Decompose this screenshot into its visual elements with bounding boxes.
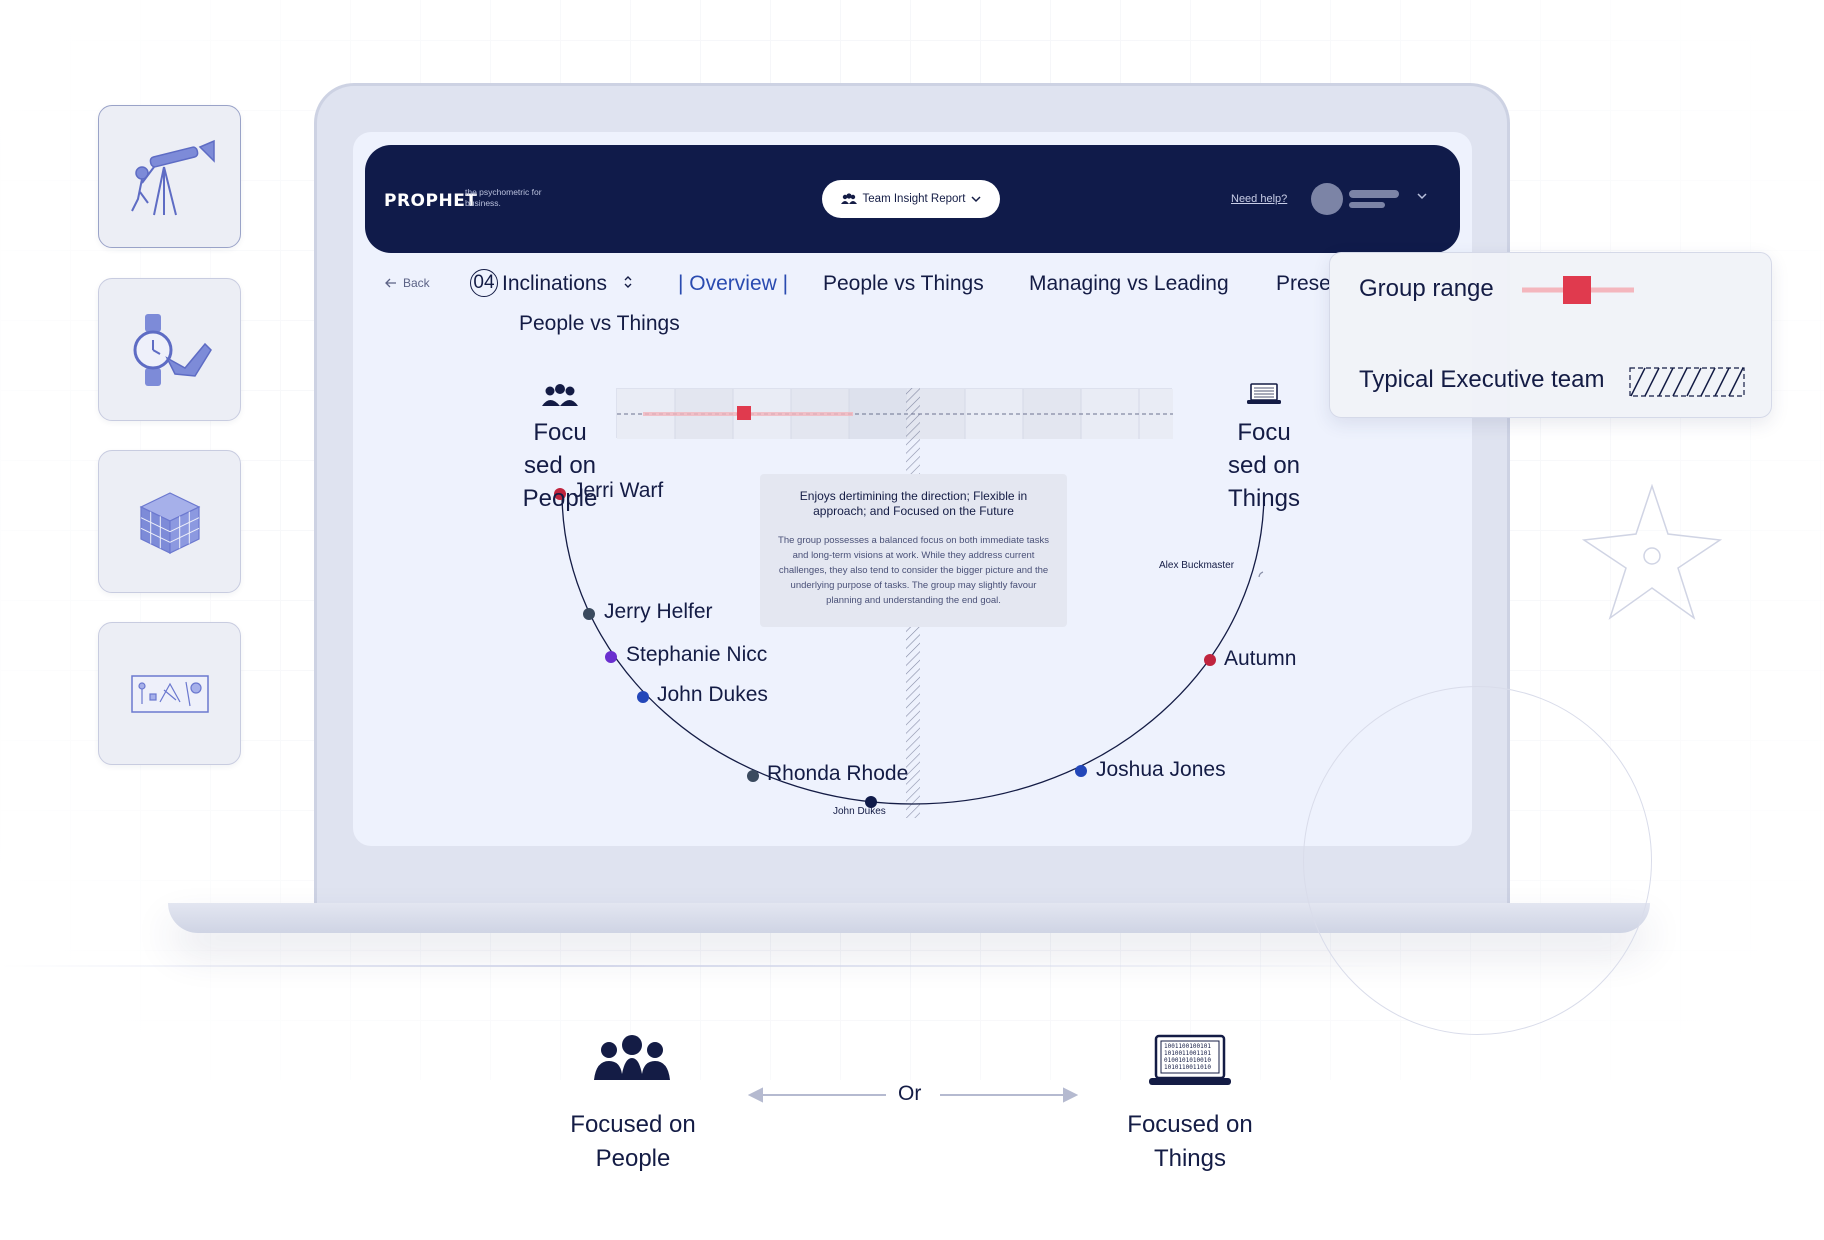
- insight-summary-box: Enjoys dertimining the direction; Flexib…: [760, 474, 1067, 627]
- point-autumn[interactable]: [1204, 654, 1216, 666]
- background-line: [0, 965, 1400, 967]
- decorative-circle: [1303, 686, 1652, 1035]
- laptop-icon: [1247, 383, 1281, 404]
- app-header: PROPHET the psychometric for business. T…: [365, 145, 1460, 253]
- back-button[interactable]: Back: [385, 276, 430, 290]
- people-icon: [542, 384, 578, 406]
- point-john-dukes[interactable]: [637, 691, 649, 703]
- tab-managing-vs-leading[interactable]: Managing vs Leading: [1029, 272, 1229, 295]
- legend-typical-team-label: Typical Executive team: [1359, 366, 1605, 393]
- prophet-logo[interactable]: PROPHET: [384, 191, 478, 211]
- point-rhonda-rhode[interactable]: [747, 770, 759, 782]
- arrow-left-icon: [385, 278, 396, 288]
- tab-people-vs-things[interactable]: People vs Things: [823, 272, 984, 295]
- insight-title: Enjoys dertimining the direction; Flexib…: [799, 489, 1028, 518]
- group-range-marker: [737, 406, 751, 420]
- point-alex-buckmaster[interactable]: [1258, 571, 1264, 578]
- label-jerry-helfer: Jerry Helfer: [604, 600, 713, 623]
- step-number: 04: [470, 269, 498, 297]
- label-rhonda-rhode: Rhonda Rhode: [767, 762, 909, 785]
- svg-text:1001100100101: 1001100100101: [1164, 1043, 1211, 1050]
- svg-text:1010110011010: 1010110011010: [1164, 1064, 1211, 1071]
- back-label: Back: [403, 276, 430, 290]
- side-card-map[interactable]: [98, 622, 241, 765]
- logo-tagline: the psychometric for business.: [465, 187, 542, 208]
- label-stephanie-nicc: Stephanie Nicc: [626, 643, 768, 666]
- sort-chevrons-icon: [624, 276, 632, 288]
- bottom-right-label: Focused on Things: [1127, 1111, 1253, 1172]
- bottom-left-label: Focused on People: [570, 1111, 696, 1172]
- label-joshua-jones: Joshua Jones: [1096, 758, 1226, 781]
- svg-text:1010011001101: 1010011001101: [1164, 1050, 1211, 1057]
- section-subtitle: People vs Things: [519, 312, 680, 335]
- user-role-placeholder: [1349, 202, 1385, 208]
- range-bar: [616, 388, 1173, 439]
- star-decoration-icon: [1581, 484, 1723, 620]
- map-icon: [130, 674, 209, 713]
- chevron-down-icon: [971, 196, 981, 203]
- user-name-placeholder: [1349, 190, 1399, 198]
- legend-group-range-swatch: [1522, 276, 1634, 304]
- label-jerri-warf: Jerri Warf: [573, 479, 664, 502]
- left-pole-label: Focu sed on People: [522, 419, 598, 512]
- legend-typical-team-swatch: [1629, 367, 1745, 397]
- laptop-binary-icon: 1001100100101101001100110101001010100101…: [1149, 1034, 1231, 1085]
- chart-legend: Group range Typical Executive team: [1329, 252, 1772, 418]
- step-selector[interactable]: Inclinations: [502, 272, 608, 295]
- or-label: Or: [898, 1082, 922, 1105]
- report-selector[interactable]: Team Insight Report: [822, 180, 1000, 218]
- svg-text:0100101010010: 0100101010010: [1164, 1057, 1211, 1064]
- side-card-cube[interactable]: [98, 450, 241, 593]
- label-john-dukes: John Dukes: [657, 683, 768, 706]
- label-autumn: Autumn: [1224, 647, 1297, 670]
- step-selector-chevron[interactable]: [623, 275, 633, 292]
- tab-presenting[interactable]: Prese: [1276, 272, 1331, 295]
- cube-icon: [139, 491, 200, 554]
- need-help-link[interactable]: Need help?: [1231, 193, 1288, 205]
- point-jerry-helfer[interactable]: [583, 608, 595, 620]
- insight-body: The group possesses a balanced focus on …: [778, 535, 1049, 606]
- point-jerri-warf[interactable]: [554, 488, 566, 500]
- app-screen: PROPHET the psychometric for business. T…: [353, 132, 1472, 846]
- side-card-watch[interactable]: [98, 278, 241, 421]
- arc-path: [561, 491, 1265, 805]
- label-john-dukes-2: John Dukes: [833, 806, 886, 817]
- chevron-down-icon: [1417, 193, 1427, 200]
- point-joshua-jones[interactable]: [1075, 765, 1087, 777]
- user-menu-chevron[interactable]: [1417, 189, 1427, 203]
- avatar[interactable]: [1311, 183, 1343, 215]
- point-john-dukes-2[interactable]: [865, 796, 877, 808]
- point-stephanie-nicc[interactable]: [605, 651, 617, 663]
- or-arrows: [748, 1087, 1078, 1103]
- people-group-icon: [594, 1035, 670, 1080]
- side-card-telescope[interactable]: [98, 105, 241, 248]
- watch-hand-icon: [133, 313, 212, 386]
- range-bar-graphic: [617, 389, 1173, 439]
- legend-group-range-label: Group range: [1359, 275, 1494, 302]
- right-pole-label: Focu sed on Things: [1227, 419, 1301, 512]
- label-alex-buckmaster: Alex Buckmaster: [1159, 560, 1235, 571]
- tab-overview[interactable]: | Overview |: [678, 272, 789, 295]
- report-selector-label: Team Insight Report: [862, 193, 966, 205]
- team-icon: [840, 193, 857, 204]
- telescope-icon: [130, 139, 215, 215]
